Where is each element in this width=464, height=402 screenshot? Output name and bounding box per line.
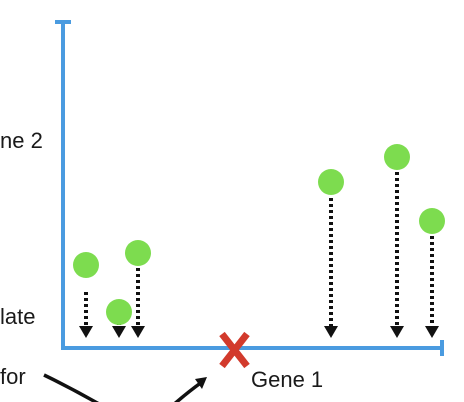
arrowhead-icon <box>425 326 439 338</box>
curved-arrow-right <box>173 377 207 402</box>
gene2-axis-label: ne 2 <box>0 128 43 153</box>
for-label: for <box>0 364 26 389</box>
projection-arrow <box>79 292 93 338</box>
data-point <box>419 208 445 234</box>
arrowhead-icon <box>390 326 404 338</box>
data-point <box>318 169 344 195</box>
gene1-axis-label: Gene 1 <box>251 367 323 392</box>
arrowhead-icon <box>195 377 207 389</box>
arrowhead-icon <box>112 326 126 338</box>
axes <box>55 20 444 356</box>
data-point <box>73 252 99 278</box>
arrowhead-icon <box>324 326 338 338</box>
projection-arrow <box>425 236 439 338</box>
projection-arrow <box>390 172 404 338</box>
template-label: late <box>0 304 35 329</box>
data-point <box>106 299 132 325</box>
data-point <box>384 144 410 170</box>
projection-arrow <box>324 198 338 338</box>
curved-arrow-left <box>43 373 100 402</box>
data-points <box>73 144 445 325</box>
data-point <box>125 240 151 266</box>
arrowhead-icon <box>79 326 93 338</box>
red-x-icon <box>219 331 250 369</box>
arrowhead-icon <box>131 326 145 338</box>
projection-arrow <box>131 268 145 338</box>
